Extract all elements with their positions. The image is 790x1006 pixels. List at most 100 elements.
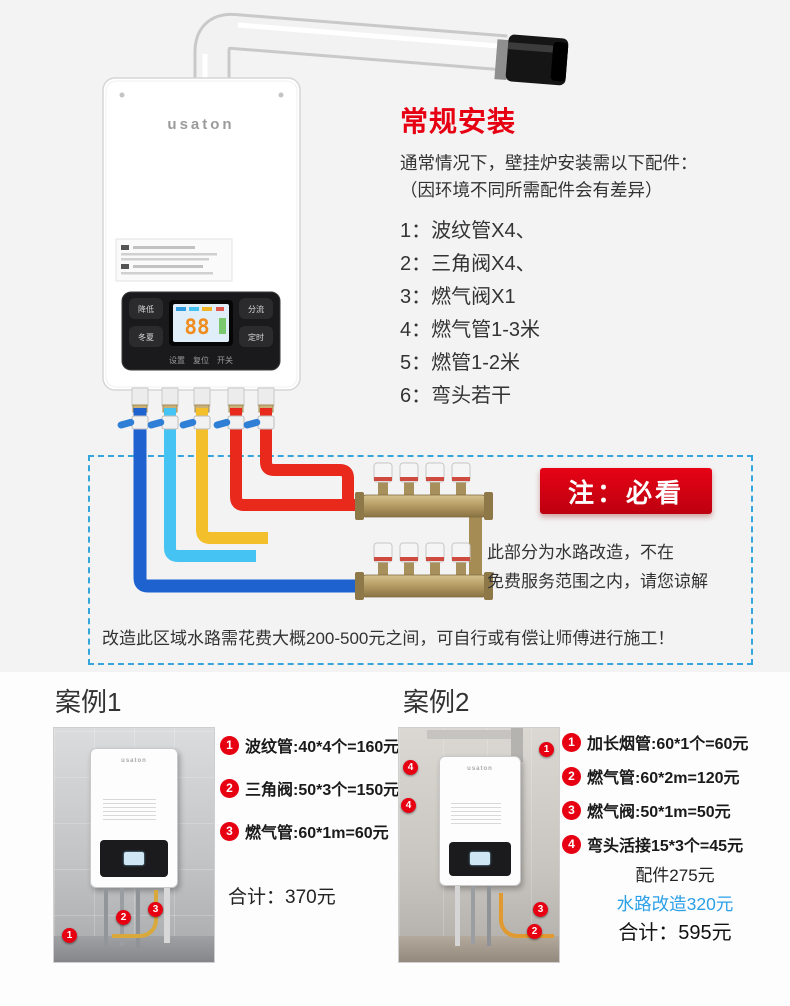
reform-cost-note: 改造此区域水路需花费大概200-500元之间，可自行或有偿让师傅进行施工！ [102,629,675,648]
accessory-item: 2：三角阀X4、 [400,253,536,275]
case2-photo: usaton 1 4 4 3 2 [398,727,560,963]
gas-pipe-elbow [499,893,554,938]
case2-total: 合计：595元 [618,922,732,944]
item-text: 弯头活接15*3个=45元 [587,838,744,855]
photo-marker-2: 2 [116,910,131,925]
photo-marker-3: 3 [533,902,548,917]
flue-pipe [193,12,569,100]
photo-marker-1: 1 [62,928,77,943]
panel-display-screen [469,852,490,866]
panel-button-divert: 分流 [239,298,273,319]
case1-item: 3 燃气管:60*1m=60元 [220,819,389,843]
display-bezel [169,300,233,346]
case2-summary: 配件275元 水路改造320元 合计：595元 [585,862,765,948]
accessory-item: 3：燃气阀X1 [400,286,516,308]
item-text: 三角阀:50*3个=150元 [245,782,400,799]
panel-button-decrease: 降低 [129,298,163,319]
accessory-item: 4：燃气管1-3米 [400,319,541,341]
angle-valve [213,415,245,430]
item-number-badge: 1 [562,732,581,752]
accessory-item: 5：燃管1-2米 [400,352,521,374]
panel-button-timer: 定时 [239,326,273,347]
accessory-item: 1：波纹管X4、 [400,220,536,242]
pipe-connectors [131,387,275,413]
case2-item: 4 弯头活接15*3个=45元 [562,832,743,856]
angle-valve [117,415,149,430]
case2-item: 1 加长烟管:60*1个=60元 [562,730,748,754]
guide-intro-line1: 通常情况下，壁挂炉安装需以下配件： [400,153,698,173]
panel-display-value: 88 [184,315,209,339]
item-text: 燃气管:60*2m=120元 [587,770,740,787]
item-text: 燃气管:60*1m=60元 [245,825,389,842]
item-text: 加长烟管:60*1个=60元 [587,736,749,753]
photo-marker-4b: 4 [401,798,416,813]
brand-logo: usaton [167,116,234,133]
angle-valve [147,415,179,430]
pipe [455,886,460,946]
pipe [164,888,170,943]
must-read-badge: 注：必看 [540,468,712,514]
angle-valve [243,415,275,430]
svg-text:分流: 分流 [248,304,264,314]
case1-total: 合计：370元 [228,887,336,908]
control-panel: 88 降低 冬夏 分流 定时 设置 复位 开关 [121,291,281,371]
angle-valve [179,415,211,430]
item-text: 波纹管:40*4个=160元 [245,739,400,756]
case2-boiler: usaton [439,756,521,886]
case1-item: 2 三角阀:50*3个=150元 [220,776,399,800]
control-panel [100,840,168,878]
case1-item: 1 波纹管:40*4个=160元 [220,733,399,757]
pipe [104,888,108,948]
boiler-label-sticker [451,803,501,824]
guide-intro-line2: （因环境不同所需配件会有差异） [400,180,663,200]
item-number-badge: 1 [220,735,239,755]
water-reform-notice: 此部分为水路改造，不在 免费服务范围之内，请您谅解 [487,538,708,596]
floor [399,936,559,962]
pipe [487,886,491,946]
panel-display-screen [123,852,144,866]
brand-logo: usaton [121,758,147,764]
case1-photo: usaton 1 2 3 [53,727,215,963]
notice-line1: 此部分为水路改造，不在 [487,543,674,562]
notice-line2: 免费服务范围之内，请您谅解 [487,572,708,591]
flue-end-cap [494,34,569,86]
pipe [136,888,140,948]
panel-button-winter-summer: 冬夏 [129,326,163,347]
case2-title: 案例2 [403,687,470,717]
photo-marker-4a: 4 [403,760,418,775]
case2-item: 3 燃气阀:50*1m=50元 [562,798,731,822]
flue-pipe-horizontal [427,730,519,739]
guide-intro: 通常情况下，壁挂炉安装需以下配件： （因环境不同所需配件会有差异） [400,150,698,204]
pipe [471,886,475,944]
item-number-badge: 2 [562,766,581,786]
case2-item: 2 燃气管:60*2m=120元 [562,764,740,788]
water-reform-dashed-box [88,455,753,665]
accessory-list: 1：波纹管X4、 2：三角阀X4、 3：燃气阀X1 4：燃气管1-3米 5：燃管… [400,215,540,413]
photo-marker-2: 2 [527,924,542,939]
section-title-normal-install: 常规安装 [400,106,517,137]
boiler-label-sticker [103,798,157,821]
svg-text:降低: 降低 [138,304,154,314]
photo-marker-1: 1 [539,742,554,757]
boiler-label-sticker [115,238,233,282]
item-number-badge: 3 [220,821,239,841]
case1-title: 案例1 [55,687,122,717]
case2-parts-subtotal: 配件275元 [635,866,715,885]
vent-hole [119,92,125,98]
case2-water-reform: 水路改造320元 [616,894,734,914]
case1-boiler: usaton [90,748,178,888]
panel-display-screen [173,304,229,342]
svg-text:冬夏: 冬夏 [138,332,154,342]
accessory-item: 6：弯头若干 [400,385,512,407]
item-number-badge: 2 [220,778,239,798]
flue-pipe-vertical [511,728,523,762]
boiler: usaton 88 [102,77,301,391]
svg-text:定时: 定时 [248,332,264,342]
photo-marker-3: 3 [148,902,163,917]
brand-logo: usaton [467,766,493,772]
vent-hole [278,92,284,98]
item-number-badge: 4 [562,834,581,854]
control-panel [448,841,512,877]
pipe-valves [117,415,275,430]
